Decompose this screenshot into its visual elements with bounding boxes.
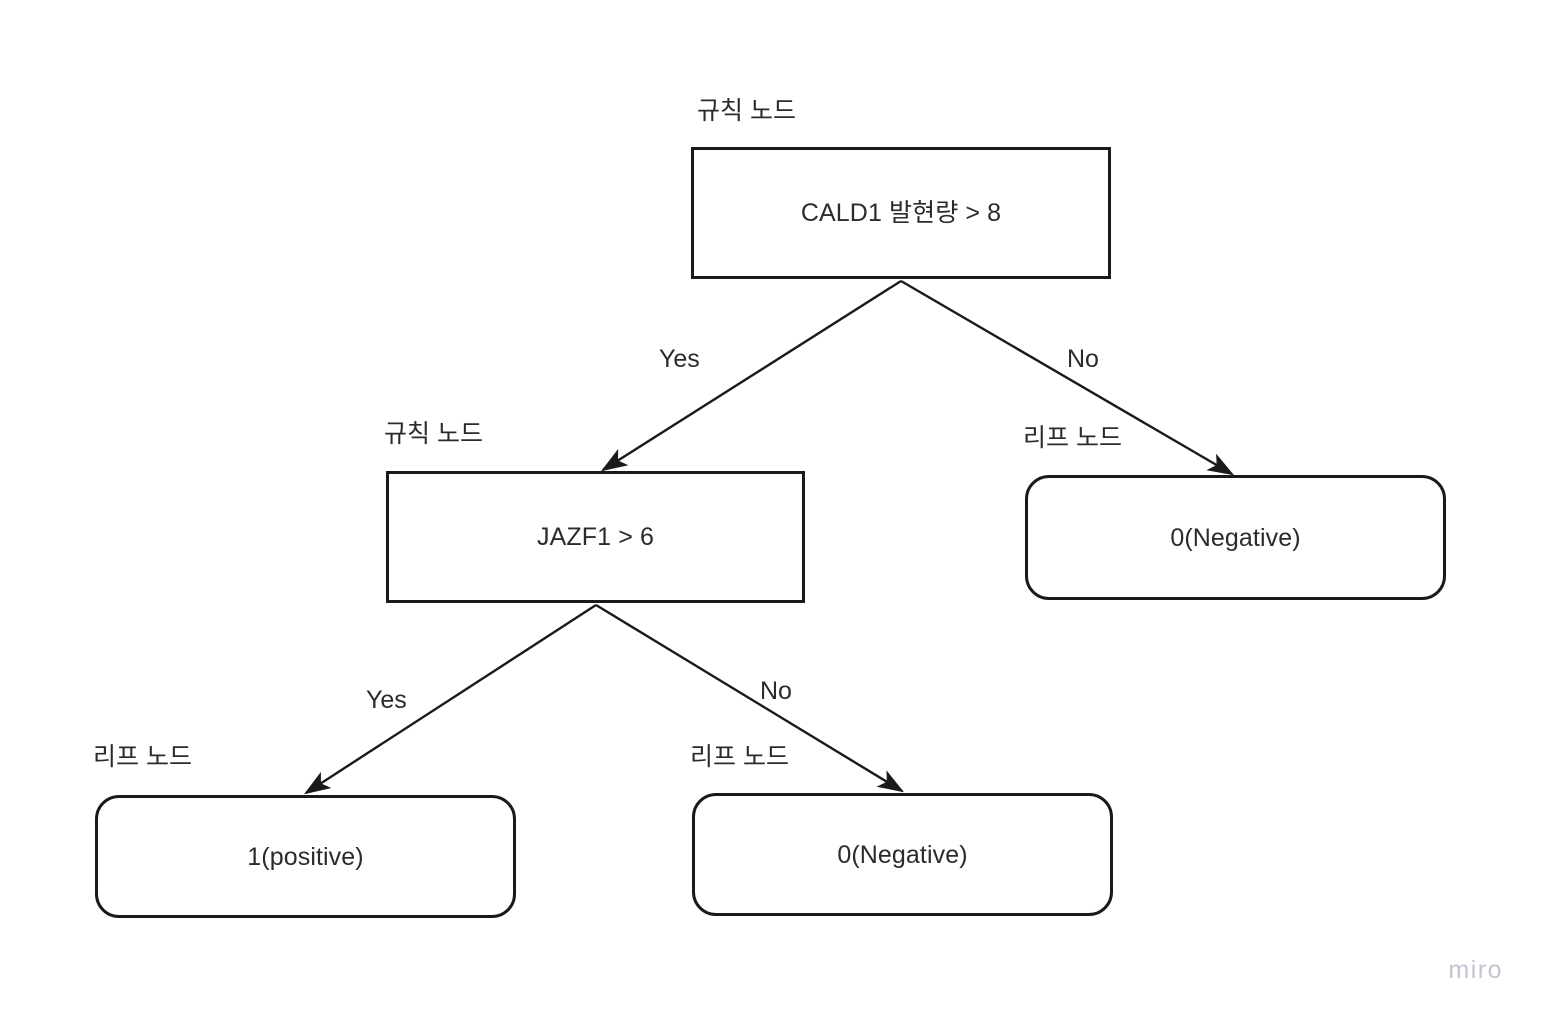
edge-label-root-yes: Yes	[659, 345, 700, 373]
caption-leaf-right: 리프 노드	[1023, 424, 1122, 452]
node-root-rule[interactable]: CALD1 발현량 > 8	[691, 147, 1111, 279]
caption-leaf-bottom-left: 리프 노드	[93, 743, 192, 771]
node-leaf-bottom-negative-label: 0(Negative)	[837, 840, 968, 869]
edge-rule2-yes	[303, 603, 597, 795]
edge-label-rule2-no: No	[760, 677, 792, 705]
edge-label-root-no: No	[1067, 345, 1099, 373]
edge-root-yes	[600, 279, 902, 472]
caption-root: 규칙 노드	[697, 97, 796, 125]
edge-label-rule2-yes: Yes	[366, 686, 407, 714]
node-leaf-bottom-negative[interactable]: 0(Negative)	[692, 793, 1113, 916]
node-leaf-right-negative-label: 0(Negative)	[1170, 523, 1301, 552]
node-leaf-right-negative[interactable]: 0(Negative)	[1025, 475, 1446, 600]
node-rule-jazf1[interactable]: JAZF1 > 6	[386, 471, 805, 603]
node-root-rule-label: CALD1 발현량 > 8	[800, 199, 1002, 227]
caption-rule-2: 규칙 노드	[384, 420, 483, 448]
caption-leaf-bottom-right: 리프 노드	[690, 743, 789, 771]
node-leaf-positive[interactable]: 1(positive)	[95, 795, 516, 918]
miro-watermark: miro	[1448, 956, 1503, 984]
node-leaf-positive-label: 1(positive)	[247, 842, 364, 871]
node-rule-jazf1-label: JAZF1 > 6	[537, 523, 654, 551]
